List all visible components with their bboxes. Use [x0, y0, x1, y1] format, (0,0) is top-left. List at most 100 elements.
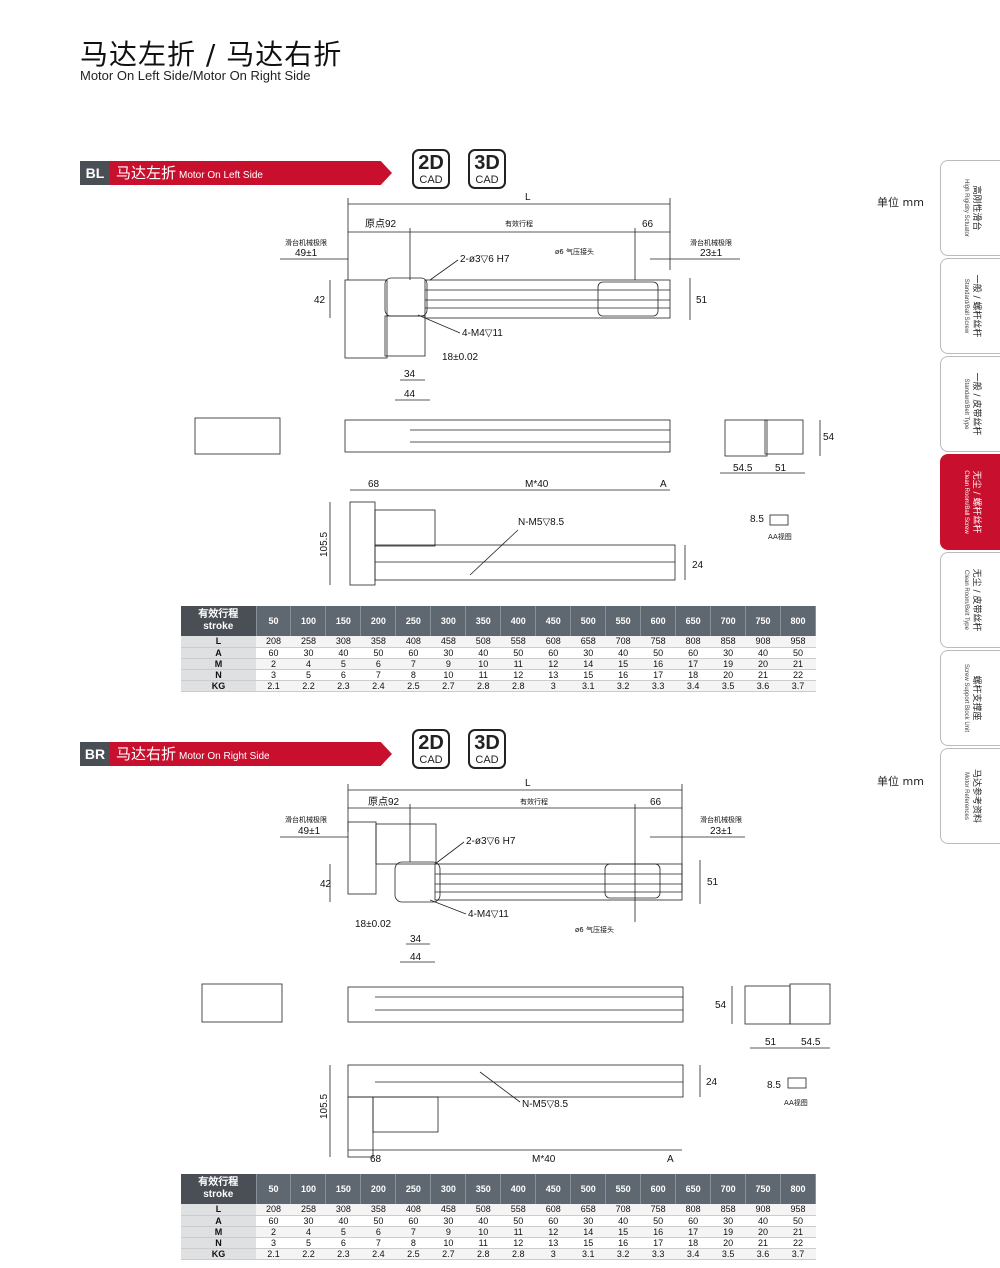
stroke-col: 550: [605, 606, 642, 636]
cad-badge-big: 2D: [418, 732, 444, 754]
table-cell: 14: [570, 1226, 606, 1238]
table-cell: 60: [535, 647, 571, 659]
limit-left-label: 滑台机械极限: [285, 238, 327, 247]
table-cell: 15: [605, 1226, 641, 1238]
table-cell: 2.5: [395, 1248, 431, 1260]
stroke-col: 800: [780, 606, 816, 636]
table-cell: 7: [360, 669, 396, 681]
stroke-col: 500: [570, 1174, 607, 1204]
table-cell: 22: [780, 669, 816, 681]
table-cell: 40: [325, 1215, 361, 1227]
technical-drawing-br: L 原点92 有效行程 66 滑台机械极限 49±1 滑台机械极限 23±1 2…: [201, 778, 831, 1165]
table-cell: 16: [640, 658, 676, 670]
side-tab-label: 高刚性滑台: [970, 185, 981, 231]
table-cell: 6: [360, 1226, 396, 1238]
table-cell: 16: [640, 1226, 676, 1238]
stroke-col: 250: [395, 606, 432, 636]
table-cell: 7: [360, 1237, 396, 1249]
table-cell: 958: [780, 1204, 816, 1216]
dim-34: 34: [404, 369, 416, 380]
table-cell: 2.8: [465, 680, 501, 692]
table-cell: 758: [640, 1204, 676, 1216]
table-cell: 22: [780, 1237, 816, 1249]
stroke-header-en: stroke: [203, 621, 234, 632]
stroke-col: 700: [710, 1174, 747, 1204]
dim-stroke: 有效行程: [505, 219, 533, 228]
stroke-col: 650: [675, 1174, 712, 1204]
table-cell: 6: [325, 1237, 361, 1249]
stroke-col: 250: [395, 1174, 432, 1204]
limit-left-value: 49±1: [295, 248, 318, 259]
stroke-col: 400: [500, 606, 537, 636]
callout-pin: 2-ø3▽6 H7: [460, 254, 510, 265]
table-cell: 308: [325, 636, 361, 648]
plan-motor: [347, 1096, 374, 1158]
stroke-col: 350: [465, 606, 502, 636]
table-row-label: N: [181, 1237, 256, 1249]
motor-body: [375, 823, 437, 865]
dim-L: L: [525, 192, 531, 203]
dim-stroke: 有效行程: [520, 797, 548, 806]
table-cell: 4: [290, 1226, 326, 1238]
side-tab-sublabel: Motor References: [962, 772, 969, 820]
table-cell: 558: [500, 636, 536, 648]
table-cell: 40: [605, 647, 641, 659]
table-cell: 30: [430, 1215, 466, 1227]
table-cell: 408: [395, 636, 431, 648]
table-cell: 2: [256, 658, 291, 670]
table-cell: 17: [640, 669, 676, 681]
page-subtitle: Motor On Left Side/Motor On Right Side: [80, 68, 311, 83]
table-cell: 12: [535, 658, 571, 670]
table-cell: 858: [710, 636, 746, 648]
table-cell: 13: [535, 669, 571, 681]
table-cell: 5: [325, 1226, 361, 1238]
limit-left-label: 滑台机械极限: [285, 815, 327, 824]
table-row-label: KG: [181, 680, 256, 692]
table-cell: 2.3: [325, 1248, 361, 1260]
table-cell: 658: [570, 636, 606, 648]
table-cell: 30: [570, 647, 606, 659]
stroke-col: 800: [780, 1174, 816, 1204]
side-tab-label: 螺杆支撑座: [970, 675, 981, 721]
table-cell: 60: [535, 1215, 571, 1227]
motor-block: [347, 821, 377, 895]
stroke-col: 750: [745, 1174, 782, 1204]
plan-rail: [374, 544, 676, 581]
table-cell: 16: [605, 1237, 641, 1249]
table-cell: 608: [535, 636, 571, 648]
stroke-col: 450: [535, 1174, 572, 1204]
side-tab-sublabel: Clean Room/Ball Screw: [962, 470, 969, 534]
section-title-zh: 马达右折: [116, 745, 177, 763]
table-cell: 19: [710, 658, 746, 670]
cad-badge-small: CAD: [475, 174, 499, 186]
limit-right-value: 23±1: [710, 826, 733, 837]
table-cell: 7: [395, 1226, 431, 1238]
table-cell: 40: [745, 1215, 781, 1227]
dim-54: 54: [823, 432, 835, 443]
table-cell: 758: [640, 636, 676, 648]
table-cell: 30: [710, 1215, 746, 1227]
table-cell: 3.7: [780, 1248, 816, 1260]
cad-badge-big: 2D: [418, 152, 444, 174]
table-cell: 17: [675, 1226, 711, 1238]
table-cell: 3.6: [745, 680, 781, 692]
aa-view-detail: [787, 1077, 807, 1089]
